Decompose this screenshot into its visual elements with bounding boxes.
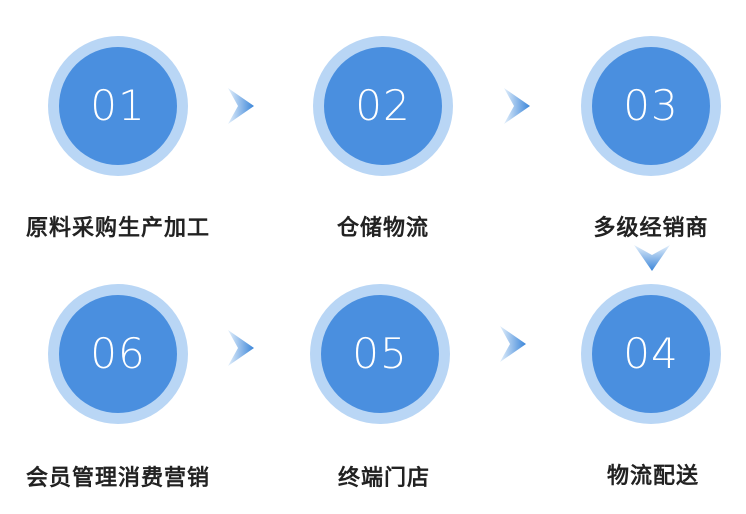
step-04-circle: 04 [581,284,721,424]
chevron-arrow-icon [504,88,530,124]
step-03-inner: 03 [592,47,710,165]
step-06-label: 会员管理消费营销 [25,466,210,491]
step-05-label: 终端门店 [337,466,430,491]
step-03-circle: 03 [581,36,721,176]
step-04-label: 物流配送 [606,464,699,489]
step-06-circle: 06 [48,284,188,424]
step-01-inner: 01 [59,47,177,165]
step-01-label: 原料采购生产加工 [25,216,210,241]
step-02-inner: 02 [324,47,442,165]
step-05-inner: 05 [321,295,439,413]
step-01-circle: 01 [48,36,188,176]
chevron-arrow-icon [228,88,254,124]
step-02-circle: 02 [313,36,453,176]
step-05-number: 05 [352,329,408,378]
step-01-number: 01 [90,81,146,130]
step-06-inner: 06 [59,295,177,413]
step-02-label: 仓储物流 [336,216,429,241]
step-03-label: 多级经销商 [593,216,709,241]
step-02-number: 02 [355,81,411,130]
chevron-arrow-icon [500,326,526,362]
chevron-arrow-icon [228,330,254,366]
chevron-arrow-icon [634,245,670,271]
step-05-circle: 05 [310,284,450,424]
step-04-number: 04 [623,329,679,378]
step-06-number: 06 [90,329,146,378]
step-04-inner: 04 [592,295,710,413]
step-03-number: 03 [623,81,679,130]
